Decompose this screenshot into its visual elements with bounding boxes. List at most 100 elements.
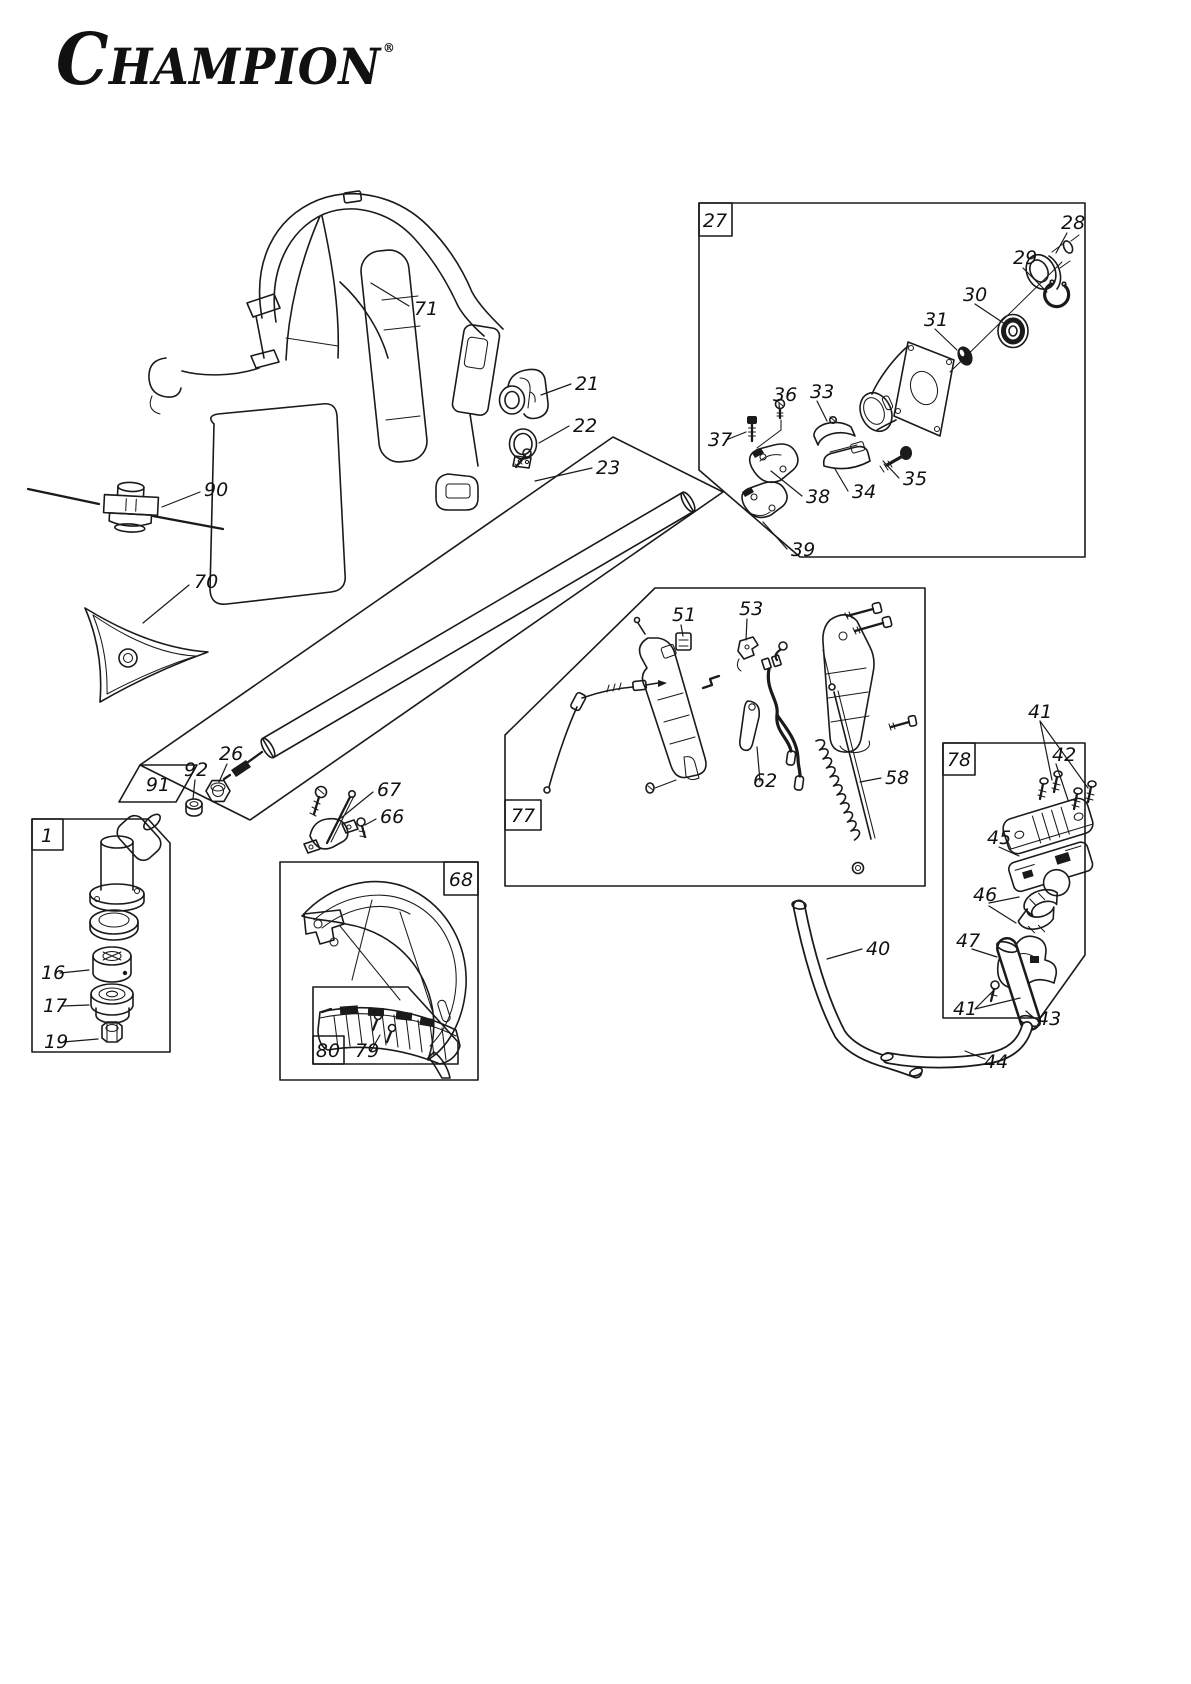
part-22-clamp-art: [508, 428, 538, 469]
section-label-80: 80: [316, 1040, 340, 1062]
leader-line-41-bottom: [974, 997, 1021, 1010]
labels-overlay: 2791168807778712122239070922667664043442…: [31, 202, 1089, 1081]
section-tab-1: [31, 818, 64, 851]
part-92-bushing-art: [185, 798, 203, 817]
part-31-washer-art: [957, 346, 973, 366]
part-label-37: 37: [708, 429, 732, 451]
section-label-77: 77: [511, 805, 535, 827]
section-box-91: [139, 436, 724, 821]
part-29-snap-ring-art: [1043, 279, 1071, 309]
part-16-blade-holder-art: [92, 946, 132, 983]
leader-line-36: [778, 403, 781, 417]
section-box-27: [698, 202, 1086, 558]
leader-line-79: [370, 1034, 381, 1052]
part-label-31: 31: [924, 309, 948, 331]
part-throttle-housing-right-art: [822, 601, 918, 754]
part-36-screw-art: [756, 398, 786, 449]
part-58-throttle-rod-art: [645, 649, 876, 875]
part-66-clamp-art: [303, 789, 367, 854]
part-gear-head-art: [89, 813, 162, 941]
part-label-41-bottom: 41: [953, 998, 977, 1020]
section-box-78: [942, 742, 1086, 1019]
part-71-harness-art: [148, 190, 504, 606]
part-90-trimmer-head-art: [26, 481, 225, 533]
part-label-71: 71: [414, 298, 438, 320]
part-label-38: 38: [806, 486, 830, 508]
part-17-holder-cup-art: [90, 983, 134, 1024]
leader-line-22: [538, 425, 570, 444]
part-label-90: 90: [204, 479, 228, 501]
leader-line-47: [971, 948, 998, 958]
leader-line-17: [61, 1004, 90, 1007]
part-35-screw-art: [879, 446, 912, 473]
part-45-bracket-art: [1008, 841, 1094, 897]
part-38-bracket-art: [748, 443, 799, 484]
leader-line-58: [859, 777, 882, 783]
leader-line-21: [540, 383, 572, 396]
part-42-clamp-plate-art: [1002, 797, 1094, 855]
leader-line-44: [964, 1050, 986, 1060]
part-62-trigger-art: [739, 700, 761, 752]
section-label-27: 27: [703, 210, 727, 232]
part-label-40: 40: [866, 938, 890, 960]
leader-line-43: [1025, 1010, 1035, 1019]
leader-line-53: [745, 618, 748, 641]
part-label-30: 30: [963, 284, 987, 306]
leader-line-46: [988, 896, 1020, 904]
part-91-shaft-tube-art: [222, 491, 696, 781]
part-26-nut-art: [205, 779, 231, 803]
part-label-53: 53: [739, 598, 763, 620]
part-label-23: 23: [596, 457, 620, 479]
part-label-16: 16: [41, 962, 65, 984]
part-throttle-housing-left-art: [633, 616, 707, 781]
section-box-77: [504, 587, 926, 887]
part-label-39: 39: [791, 539, 815, 561]
leader-line-31: [934, 328, 958, 351]
brand-name: CHAMPION: [56, 16, 381, 102]
part-label-66: 66: [380, 806, 404, 828]
leader-line-41-top: [1039, 720, 1089, 789]
leader-line-42: [1055, 763, 1069, 801]
champion-logo: CHAMPION®: [56, 16, 395, 102]
section-tab-91: [118, 764, 198, 803]
leader-line-41-top: [1039, 720, 1053, 781]
section-tab-80: [312, 1035, 345, 1065]
leader-line-41-bottom: [974, 990, 994, 1010]
leader-line-33: [816, 400, 828, 422]
part-label-51: 51: [672, 604, 696, 626]
section-tab-78: [942, 742, 976, 776]
part-79-screws-art: [371, 1011, 397, 1044]
part-clutch-housing-art: [859, 341, 955, 437]
part-label-47: 47: [956, 930, 980, 952]
section-box-68: [279, 861, 479, 1081]
leader-line-70: [142, 584, 190, 624]
leader-line-39: [762, 521, 788, 550]
part-label-19: 19: [44, 1031, 68, 1053]
part-wire-harness-art: [761, 654, 805, 791]
leader-line-62: [756, 746, 761, 782]
section-label-78: 78: [947, 749, 971, 771]
leader-line-37: [725, 431, 747, 441]
part-46-rubber-halves-art: [1017, 888, 1059, 934]
leader-line-66: [364, 818, 377, 826]
leader-line-90: [161, 491, 201, 508]
leader-line-29: [1022, 267, 1048, 293]
leader-line-67: [340, 791, 374, 819]
section-label-68: 68: [449, 869, 473, 891]
leader-line-34: [834, 468, 849, 492]
part-label-58: 58: [885, 767, 909, 789]
part-21-hanger-art: [498, 368, 549, 420]
leader-line-35: [882, 460, 900, 479]
part-80-guard-extension-art: [317, 1005, 461, 1065]
section-label-91: 91: [146, 774, 170, 796]
part-label-33: 33: [810, 381, 834, 403]
section-tab-68: [443, 861, 479, 896]
leader-line-30: [974, 303, 1006, 325]
leader-line-71: [370, 282, 410, 307]
leader-line-40: [826, 948, 863, 960]
part-label-41-top: 41: [1028, 701, 1052, 723]
section-label-1: 1: [41, 825, 53, 847]
part-23-screw-art: [514, 448, 532, 469]
part-33-clamp-half-art: [813, 415, 856, 446]
